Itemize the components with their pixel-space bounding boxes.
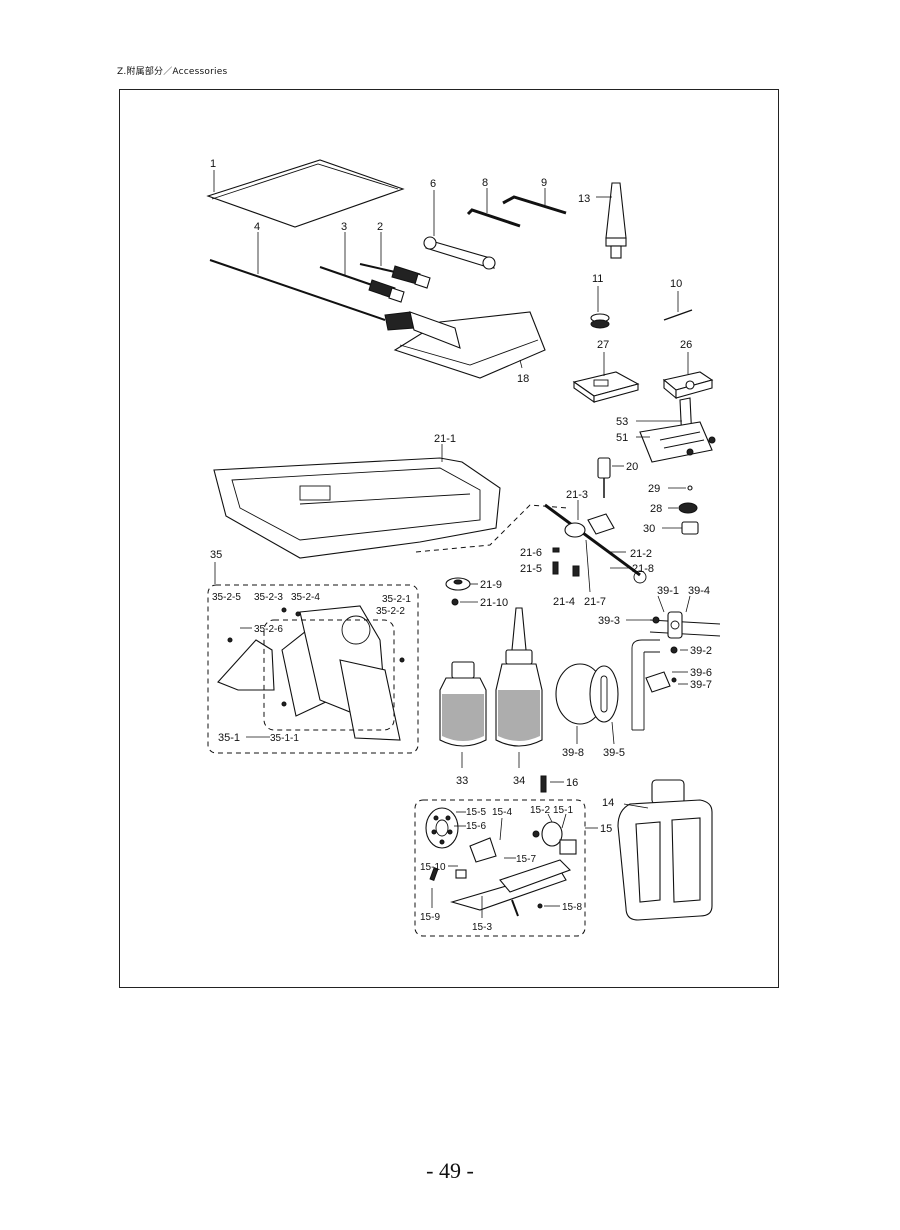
- callout-9: 9: [541, 177, 547, 189]
- callout-35-2-2: 35-2-2: [376, 606, 405, 617]
- callout-27: 27: [597, 339, 609, 351]
- callout-6: 6: [430, 178, 436, 190]
- callout-21-9: 21-9: [480, 579, 502, 591]
- part-39-8-disc: [555, 663, 619, 745]
- callout-20: 20: [626, 461, 638, 473]
- callout-34: 34: [513, 775, 525, 787]
- part-9-hex-key: [502, 188, 567, 215]
- callout-18: 18: [517, 373, 529, 385]
- callout-35-2-1: 35-2-1: [382, 594, 411, 605]
- callout-15-10: 15-10: [420, 862, 446, 873]
- callout-15-7: 15-7: [516, 854, 536, 865]
- callout-15-3: 15-3: [472, 922, 492, 933]
- callout-26: 26: [680, 339, 692, 351]
- callout-13: 13: [578, 193, 590, 205]
- callout-21-7: 21-7: [584, 596, 606, 608]
- part-21-9-cap: [445, 577, 478, 591]
- callout-4: 4: [254, 221, 260, 233]
- callout-15-2: 15-2: [530, 805, 550, 816]
- part-20-knob: [597, 457, 624, 498]
- callout-15-4: 15-4: [492, 807, 512, 818]
- callout-35-1: 35-1: [218, 732, 240, 744]
- callout-29: 29: [648, 483, 660, 495]
- part-16-screw: [540, 775, 564, 793]
- callout-8: 8: [482, 177, 488, 189]
- callout-28: 28: [650, 503, 662, 515]
- part-6-wrench: [423, 190, 496, 270]
- callout-53: 53: [616, 416, 628, 428]
- part-11-washer: [590, 286, 610, 329]
- part-4-rod: [209, 232, 386, 321]
- part-39-handle: [626, 595, 721, 731]
- callout-1: 1: [210, 158, 216, 170]
- callout-39-2: 39-2: [690, 645, 712, 657]
- callout-39-8: 39-8: [562, 747, 584, 759]
- callout-35-2-4: 35-2-4: [291, 592, 320, 603]
- part-34-oiler: [495, 607, 543, 768]
- callout-35-2-6: 35-2-6: [254, 624, 283, 635]
- part-3-screwdriver: [319, 232, 405, 303]
- callout-21-5: 21-5: [520, 563, 542, 575]
- part-1-cloth: [206, 159, 405, 228]
- part-15-mechanism: [425, 807, 577, 918]
- screwdriver-large: [384, 311, 461, 349]
- callout-15: 15: [600, 823, 612, 835]
- callout-16: 16: [566, 777, 578, 789]
- callout-21-1: 21-1: [434, 433, 456, 445]
- callout-33: 33: [456, 775, 468, 787]
- callout-15-5: 15-5: [466, 807, 486, 818]
- callout-39-3: 39-3: [598, 615, 620, 627]
- callout-15-1: 15-1: [553, 805, 573, 816]
- callout-10: 10: [670, 278, 682, 290]
- part-8-hex-key: [466, 188, 521, 228]
- callout-39-1: 39-1: [657, 585, 679, 597]
- callout-15-9: 15-9: [420, 912, 440, 923]
- callout-14: 14: [602, 797, 614, 809]
- part-28-nut: [668, 502, 698, 514]
- part-30-block: [662, 521, 699, 535]
- part-27-block: [572, 352, 640, 404]
- callout-35-2-5: 35-2-5: [212, 592, 241, 603]
- part-29-pin: [668, 485, 693, 491]
- callout-3: 3: [341, 221, 347, 233]
- part-21-bracket-assembly: [544, 500, 647, 593]
- callout-35-2-3: 35-2-3: [254, 592, 283, 603]
- part-26-block: [662, 352, 714, 400]
- callout-39-5: 39-5: [603, 747, 625, 759]
- part-21-10-screw: [451, 598, 478, 606]
- callout-15-6: 15-6: [466, 821, 486, 832]
- callout-39-7: 39-7: [690, 679, 712, 691]
- callout-35: 35: [210, 549, 222, 561]
- part-13-spool-pin: [596, 182, 627, 259]
- callout-11: 11: [592, 273, 603, 285]
- diagram-frame: [119, 89, 779, 988]
- part-2-screwdriver: [359, 232, 431, 289]
- callout-21-3: 21-3: [566, 489, 588, 501]
- part-53-51-plate: [636, 397, 716, 463]
- callout-39-6: 39-6: [690, 667, 712, 679]
- callout-21-6: 21-6: [520, 547, 542, 559]
- callout-2: 2: [377, 221, 383, 233]
- callout-21-2: 21-2: [630, 548, 652, 560]
- callout-15-8: 15-8: [562, 902, 582, 913]
- callout-21-4: 21-4: [553, 596, 575, 608]
- group-15-box: [414, 799, 586, 937]
- part-14-oil-can: [617, 779, 713, 921]
- group-35-box: [207, 584, 419, 754]
- part-33-bottle: [439, 661, 487, 768]
- callout-21-10: 21-10: [480, 597, 508, 609]
- part-21-1-tray: [213, 444, 501, 559]
- callout-51: 51: [616, 432, 628, 444]
- callout-35-1-1: 35-1-1: [270, 733, 299, 744]
- assembly-link-line: [415, 504, 569, 553]
- page-number: - 49 -: [426, 1158, 474, 1183]
- callout-30: 30: [643, 523, 655, 535]
- part-10-needle: [663, 291, 693, 321]
- callout-39-4: 39-4: [688, 585, 710, 597]
- callout-21-8: 21-8: [632, 563, 654, 575]
- part-35-covers: [217, 605, 405, 741]
- section-header: Z.附属部分／Accessories: [117, 67, 228, 77]
